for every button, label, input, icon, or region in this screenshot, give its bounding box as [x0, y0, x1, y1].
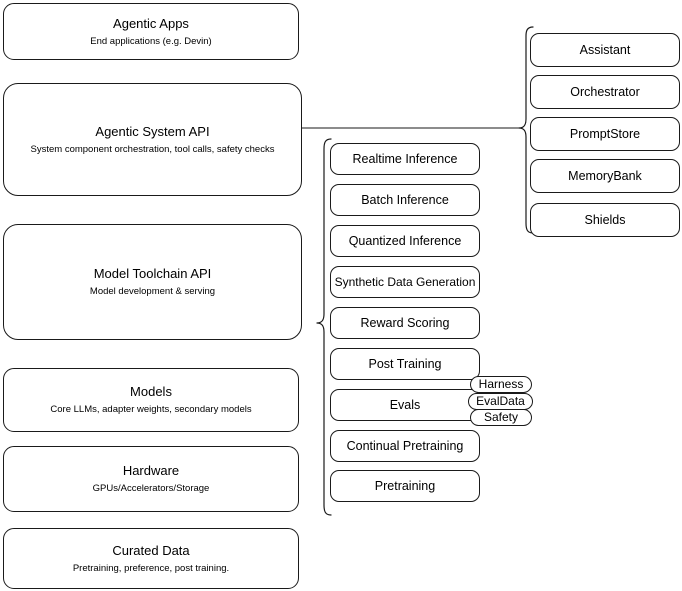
component-promptstore[interactable]: PromptStore — [530, 117, 680, 151]
layer-subtitle: Pretraining, preference, post training. — [72, 562, 230, 574]
component-shields[interactable]: Shields — [530, 203, 680, 237]
component-continual-pretraining[interactable]: Continual Pretraining — [330, 430, 480, 462]
component-realtime-inference[interactable]: Realtime Inference — [330, 143, 480, 175]
layer-hardware[interactable]: Hardware GPUs/Accelerators/Storage — [3, 446, 299, 512]
layer-subtitle: End applications (e.g. Devin) — [90, 35, 212, 47]
eval-subcomponent-safety[interactable]: Safety — [470, 409, 532, 426]
layer-title: Agentic System API — [95, 123, 210, 139]
layer-title: Hardware — [122, 463, 180, 478]
layer-subtitle: GPUs/Accelerators/Storage — [92, 483, 210, 494]
component-post-training[interactable]: Post Training — [330, 348, 480, 380]
layer-agentic-apps[interactable]: Agentic Apps End applications (e.g. Devi… — [3, 3, 299, 60]
component-evals[interactable]: Evals — [330, 389, 480, 421]
layer-models[interactable]: Models Core LLMs, adapter weights, secon… — [3, 368, 299, 432]
connector-system-api-to-components — [302, 118, 520, 138]
layer-subtitle: System component orchestration, tool cal… — [30, 143, 275, 155]
component-assistant[interactable]: Assistant — [530, 33, 680, 67]
eval-subcomponent-evaldata[interactable]: EvalData — [468, 393, 533, 410]
component-orchestrator[interactable]: Orchestrator — [530, 75, 680, 109]
layer-curated-data[interactable]: Curated Data Pretraining, preference, po… — [3, 528, 299, 589]
layer-title: Models — [130, 384, 172, 399]
component-reward-scoring[interactable]: Reward Scoring — [330, 307, 480, 339]
component-pretraining[interactable]: Pretraining — [330, 470, 480, 502]
layer-title: Curated Data — [112, 542, 190, 558]
eval-subcomponent-harness[interactable]: Harness — [470, 376, 532, 393]
component-quantized-inference[interactable]: Quantized Inference — [330, 225, 480, 257]
layer-title: Agentic Apps — [113, 15, 189, 31]
component-synthetic-data-generation[interactable]: Synthetic Data Generation — [330, 266, 480, 298]
layer-model-toolchain-api[interactable]: Model Toolchain API Model development & … — [3, 224, 302, 340]
toolchain-components-brace — [310, 138, 332, 516]
layer-title: Model Toolchain API — [93, 266, 212, 281]
layer-agentic-system-api[interactable]: Agentic System API System component orch… — [3, 83, 302, 196]
component-batch-inference[interactable]: Batch Inference — [330, 184, 480, 216]
layer-subtitle: Core LLMs, adapter weights, secondary mo… — [50, 404, 252, 415]
layer-subtitle: Model development & serving — [89, 286, 216, 297]
component-memorybank[interactable]: MemoryBank — [530, 159, 680, 193]
